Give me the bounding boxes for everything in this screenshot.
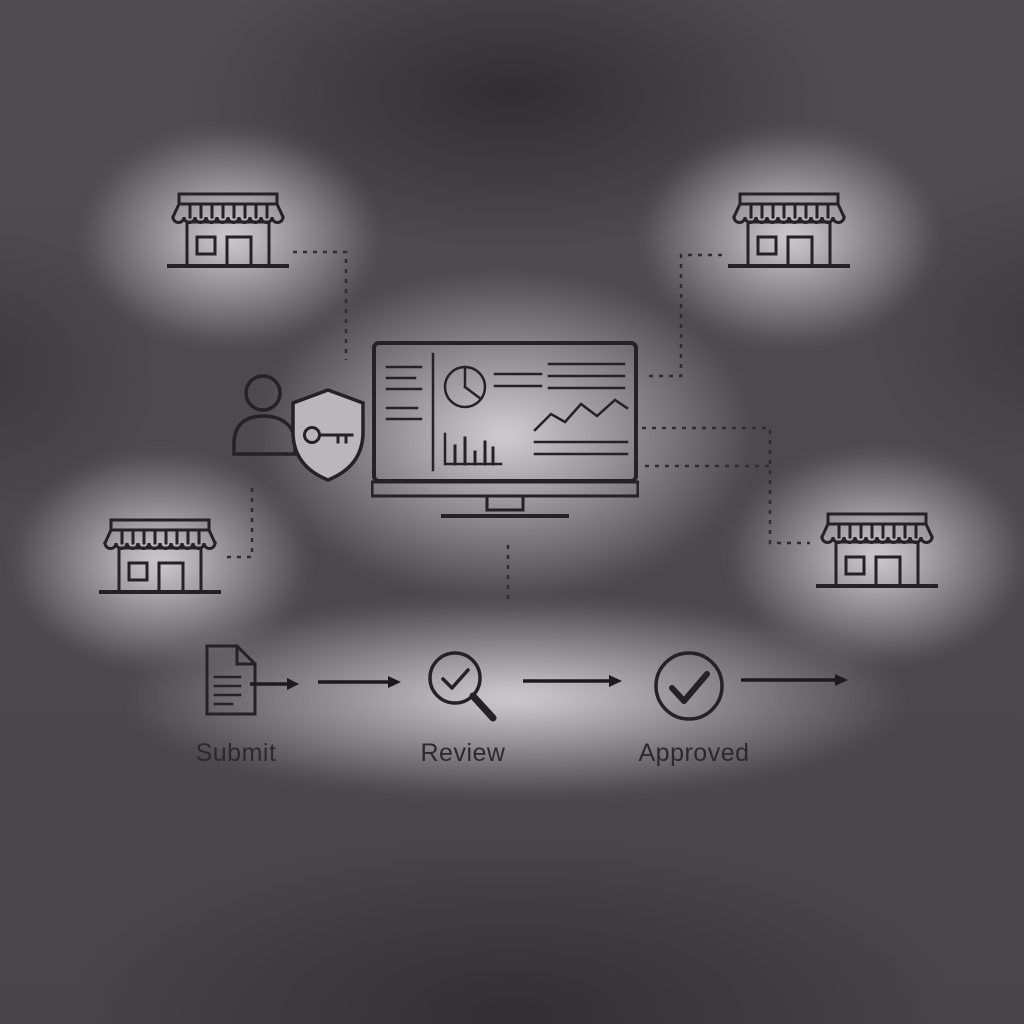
workflow-step-label-review: Review (420, 739, 506, 767)
circle-check-icon (652, 649, 726, 723)
dashboard-monitor-icon (371, 340, 639, 530)
workflow-step-label-submit: Submit (195, 739, 277, 767)
arrow-submit-to-review-icon (318, 675, 402, 689)
connector-topleft-store-to-hub (293, 250, 348, 360)
storefront-icon (812, 510, 942, 605)
magnifier-check-icon (422, 645, 500, 727)
workflow-step-label-approved: Approved (638, 739, 750, 767)
document-icon (202, 643, 260, 717)
connector-hub-to-bottomright-store (642, 426, 810, 545)
submit-out-arrow-icon (250, 677, 300, 691)
storefront-icon (95, 516, 225, 611)
storefront-icon (163, 190, 293, 285)
connector-admin-to-bottomleft-store (227, 488, 254, 559)
glow-workflow (120, 598, 910, 798)
user-shield-key-icon (226, 368, 368, 484)
storefront-icon (724, 190, 854, 285)
arrow-review-to-approved-icon (523, 674, 623, 688)
arrow-approved-out-icon (741, 673, 849, 687)
connector-topright-store-to-hub (645, 253, 722, 378)
